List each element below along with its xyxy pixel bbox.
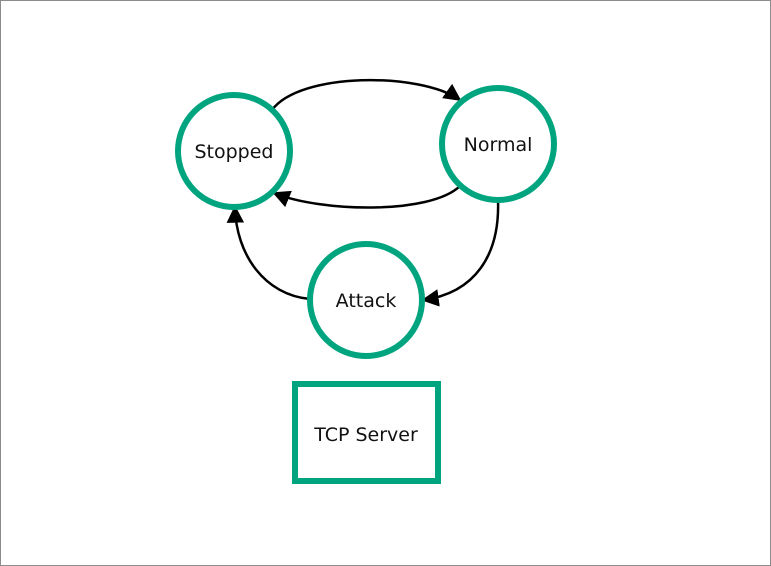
node-normal: Normal <box>439 85 557 203</box>
edge-normal-to-attack <box>421 199 500 307</box>
node-attack-label: Attack <box>336 290 397 312</box>
node-tcp-server-label: TCP Server <box>313 424 418 446</box>
edge-normal-to-stopped <box>272 185 461 209</box>
node-stopped-label: Stopped <box>194 141 273 163</box>
node-attack: Attack <box>307 241 425 359</box>
edge-attack-to-stopped <box>226 205 311 301</box>
node-tcp-server: TCP Server <box>292 381 441 484</box>
node-stopped: Stopped <box>175 92 293 210</box>
edge-stopped-to-normal <box>270 78 462 111</box>
node-normal-label: Normal <box>464 134 533 156</box>
